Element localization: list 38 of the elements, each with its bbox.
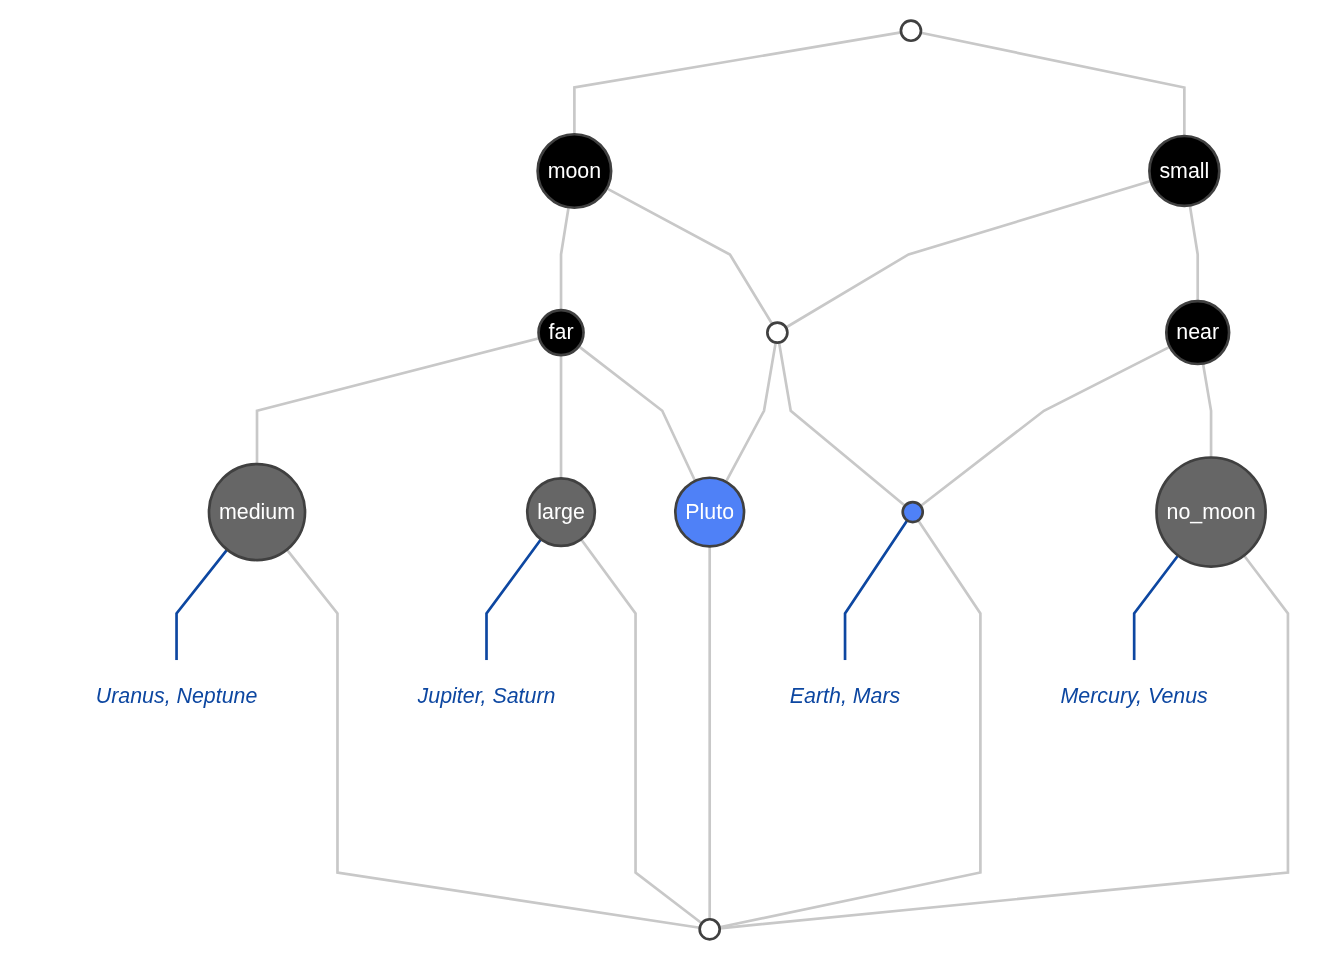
node-text: Jupiter, Saturn bbox=[417, 684, 556, 707]
connector bbox=[485, 538, 543, 661]
connector bbox=[920, 345, 1171, 508]
connector bbox=[1188, 205, 1200, 302]
connector bbox=[578, 345, 697, 482]
connector bbox=[843, 519, 909, 661]
connector bbox=[580, 538, 703, 925]
node-circle bbox=[537, 308, 585, 357]
connector bbox=[573, 31, 902, 135]
connector bbox=[559, 355, 563, 479]
lattice-diagram: moon small far near medium large Pluto no_moon Uranus, Neptune Jupiter, Saturn Earth, Mars Mercury, Venus bbox=[45, 10, 1299, 950]
connector bbox=[559, 207, 571, 311]
node-text: Earth, Mars bbox=[789, 684, 901, 707]
connector bbox=[708, 546, 712, 920]
connector bbox=[785, 179, 1152, 329]
connector bbox=[777, 342, 907, 507]
connector bbox=[719, 554, 1290, 930]
node-circle bbox=[1148, 134, 1221, 208]
node-text: Uranus, Neptune bbox=[95, 684, 258, 707]
node-circle bbox=[536, 132, 613, 210]
connector bbox=[920, 31, 1186, 136]
connector bbox=[255, 336, 540, 465]
connector bbox=[1133, 554, 1180, 661]
node-circle bbox=[899, 19, 923, 43]
node-circle bbox=[901, 500, 925, 524]
connector bbox=[719, 519, 982, 929]
node-circle bbox=[526, 476, 597, 548]
connector bbox=[175, 548, 229, 661]
node-text: Mercury, Venus bbox=[1060, 684, 1208, 707]
connector bbox=[606, 187, 774, 325]
node-circle bbox=[674, 476, 746, 548]
connector bbox=[1201, 363, 1213, 458]
node-circle bbox=[766, 321, 789, 344]
node-circle bbox=[698, 917, 722, 941]
node-circle bbox=[207, 462, 307, 562]
node-circle bbox=[1165, 299, 1231, 366]
connector bbox=[724, 342, 778, 483]
node-circle bbox=[1155, 456, 1268, 568]
